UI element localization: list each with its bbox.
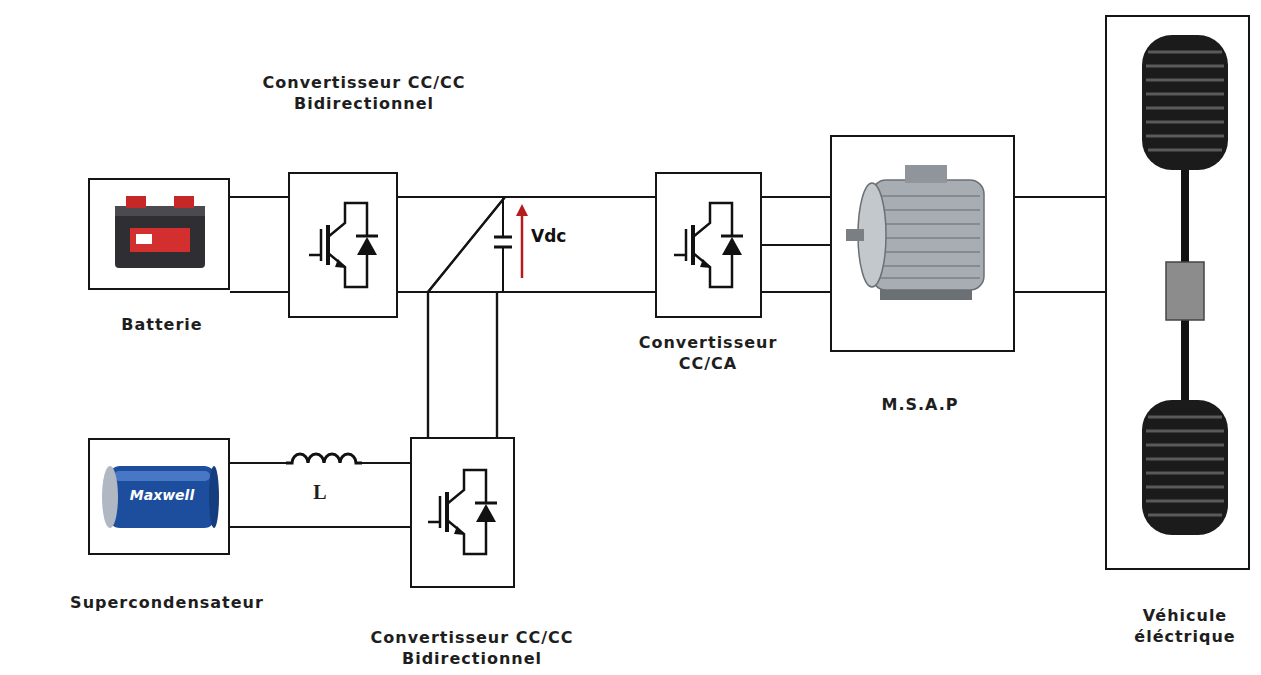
box-label: M.S.A.P [810, 394, 1030, 415]
box-label: Supercondensateur [37, 592, 297, 613]
converter-box: Convertisseur CC/CC Bidirectionnel [410, 437, 515, 588]
label-slot: Convertisseur CC/CA [618, 332, 798, 374]
igbt-symbol [428, 470, 497, 554]
battery-picture [130, 228, 190, 252]
capacitor-symbol [502, 197, 504, 292]
wheel-axle-picture [1146, 52, 1224, 150]
capacitor-symbol [494, 237, 512, 247]
battery-box: Batterie [88, 178, 230, 290]
igbt-symbol [309, 203, 743, 554]
voltage-arrow [521, 214, 524, 278]
voltage-label: Vdc [531, 226, 566, 246]
label-slot: Convertisseur CC/CC Bidirectionnel [322, 627, 622, 669]
wire-connector [762, 197, 830, 292]
brand-label: Maxwell [130, 487, 194, 503]
label-slot: Convertisseur CC/CC Bidirectionnel [214, 72, 514, 114]
wire-connector [428, 197, 655, 437]
box-label: Batterie [52, 314, 272, 335]
supercapacitor-picture [209, 466, 219, 528]
wire-connector [398, 197, 505, 437]
motor-picture [905, 165, 947, 183]
capacitor-symbol [494, 197, 512, 292]
motor-picture [872, 180, 984, 290]
converter-box: Convertisseur CC/CA [655, 172, 762, 318]
wheel-axle-picture [1146, 417, 1224, 515]
inductor-symbol [286, 452, 362, 466]
igbt-symbol [674, 203, 743, 287]
battery-picture [115, 210, 205, 268]
label-slot: M.S.A.P [810, 394, 1030, 415]
box-label: Véhicule éléctrique [1115, 605, 1255, 647]
label-slot: Supercondensateur [37, 592, 297, 613]
wire-connector [1015, 197, 1105, 292]
inductor-symbol [286, 454, 362, 463]
supercapacitor-picture [108, 466, 216, 528]
battery-picture [174, 196, 194, 208]
wheel-axle-picture [1142, 35, 1228, 170]
igbt-symbol [309, 203, 378, 287]
motor-picture [846, 229, 864, 241]
wire-connector [230, 197, 288, 292]
battery-picture [126, 196, 146, 208]
label-slot: Batterie [52, 314, 272, 335]
wire-connector [230, 463, 410, 527]
wheel-axle-picture [1166, 262, 1204, 320]
vehicle-box: Véhicule éléctrique [1105, 15, 1250, 570]
box-label: Convertisseur CC/CA [618, 332, 798, 374]
box-label: Convertisseur CC/CC Bidirectionnel [322, 627, 622, 669]
inductor-label: L [311, 481, 328, 503]
motor-picture [846, 165, 984, 300]
label-slot: Véhicule éléctrique [1115, 605, 1255, 647]
supercapacitor-picture [114, 471, 210, 481]
supercapacitor-picture [102, 466, 219, 528]
wheel-axle-picture [1142, 35, 1228, 535]
supercapacitor-picture [102, 466, 118, 528]
wire-connector [398, 197, 655, 292]
battery-picture [115, 196, 205, 268]
box-label: Convertisseur CC/CC Bidirectionnel [214, 72, 514, 114]
voltage-arrow [516, 204, 528, 216]
converter-box: Convertisseur CC/CC Bidirectionnel [288, 172, 398, 318]
wheel-axle-picture [1142, 400, 1228, 535]
motor-picture [880, 196, 980, 278]
voltage-arrow [516, 204, 528, 278]
battery-picture [136, 234, 152, 244]
motor-box: M.S.A.P [830, 135, 1015, 352]
